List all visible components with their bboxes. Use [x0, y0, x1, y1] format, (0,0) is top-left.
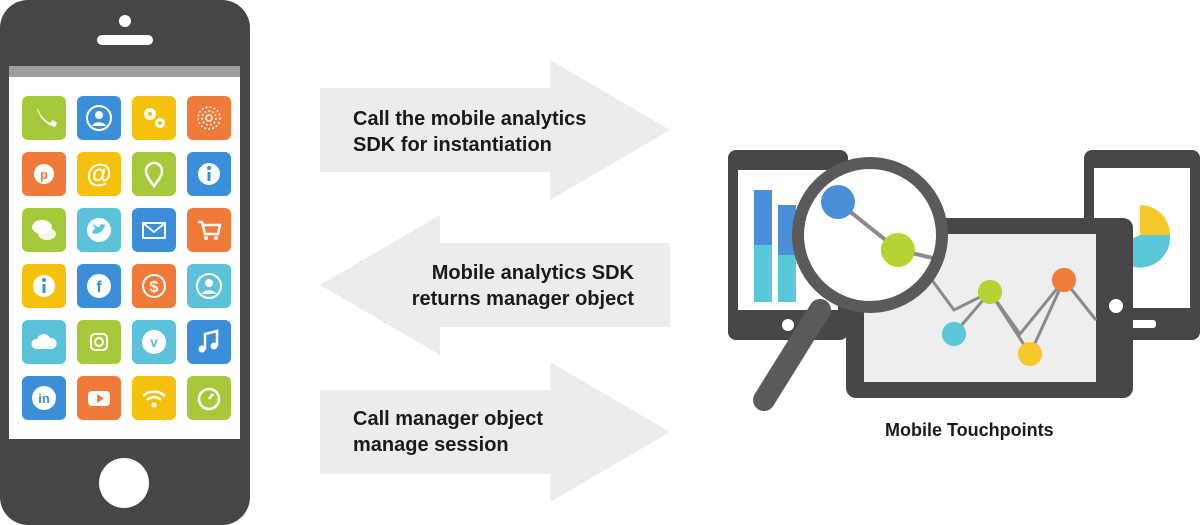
- linkedin-icon[interactable]: in: [22, 376, 66, 420]
- instagram-icon[interactable]: [77, 320, 121, 364]
- contact-icon[interactable]: [187, 264, 231, 308]
- flow-label-1: Call the mobile analytics SDK for instan…: [353, 106, 586, 158]
- svg-text:@: @: [86, 159, 111, 188]
- cart-icon[interactable]: [187, 208, 231, 252]
- devices-illustration: [728, 150, 1200, 411]
- touchpoints-label: Mobile Touchpoints: [885, 420, 1054, 440]
- contact-icon[interactable]: [77, 96, 121, 140]
- settings-icon[interactable]: [132, 96, 176, 140]
- smartphone: p @ f $ v in: [0, 0, 250, 525]
- phone-icon[interactable]: [22, 96, 66, 140]
- front-camera: [119, 15, 131, 27]
- svg-text:v: v: [150, 334, 158, 350]
- flow-arrow-left-2: [320, 215, 670, 355]
- flow-label-3-line2: manage session: [353, 434, 509, 456]
- location-pin-icon[interactable]: [132, 152, 176, 196]
- flow-label-3-line1: Call manager object: [353, 408, 544, 430]
- facebook-icon[interactable]: f: [77, 264, 121, 308]
- flow-label-1-line1: Call the mobile analytics: [353, 108, 587, 130]
- status-bar: [9, 66, 240, 77]
- svg-text:f: f: [96, 279, 102, 296]
- pie-slice-yellow: [1140, 205, 1170, 235]
- svg-text:$: $: [150, 279, 159, 296]
- twitter-icon[interactable]: [77, 208, 121, 252]
- flow-label-2: Mobile analytics SDK returns manager obj…: [398, 260, 634, 312]
- magnifying-glass-icon: [753, 157, 948, 411]
- flow-label-1-line2: SDK for instantiation: [353, 134, 552, 156]
- info-icon[interactable]: [187, 152, 231, 196]
- flow-label-2-line1: Mobile analytics SDK: [431, 262, 634, 284]
- flow-arrow-right-1: [320, 60, 670, 200]
- flow-label-3: Call manager object manage session: [353, 406, 543, 458]
- wifi-icon[interactable]: [132, 376, 176, 420]
- music-icon[interactable]: [187, 320, 231, 364]
- flow-label-2-line2: returns manager object: [411, 288, 634, 310]
- cloud-icon[interactable]: [22, 320, 66, 364]
- chat-icon[interactable]: [22, 208, 66, 252]
- home-button[interactable]: [99, 458, 149, 508]
- fingerprint-icon[interactable]: [187, 96, 231, 140]
- phone-screen: p @ f $ v in: [9, 66, 240, 439]
- at-sign-icon[interactable]: @: [77, 152, 121, 196]
- svg-text:in: in: [38, 391, 50, 406]
- vimeo-icon[interactable]: v: [132, 320, 176, 364]
- pinterest-icon[interactable]: p: [22, 152, 66, 196]
- info-icon[interactable]: [22, 264, 66, 308]
- dollar-icon[interactable]: $: [132, 264, 176, 308]
- youtube-icon[interactable]: [77, 376, 121, 420]
- flow-arrow-right-3: [320, 362, 670, 502]
- mail-icon[interactable]: [132, 208, 176, 252]
- timer-icon[interactable]: [187, 376, 231, 420]
- svg-text:p: p: [40, 167, 48, 182]
- app-grid: p @ f $ v in: [22, 96, 232, 426]
- phone-speaker: [97, 35, 153, 45]
